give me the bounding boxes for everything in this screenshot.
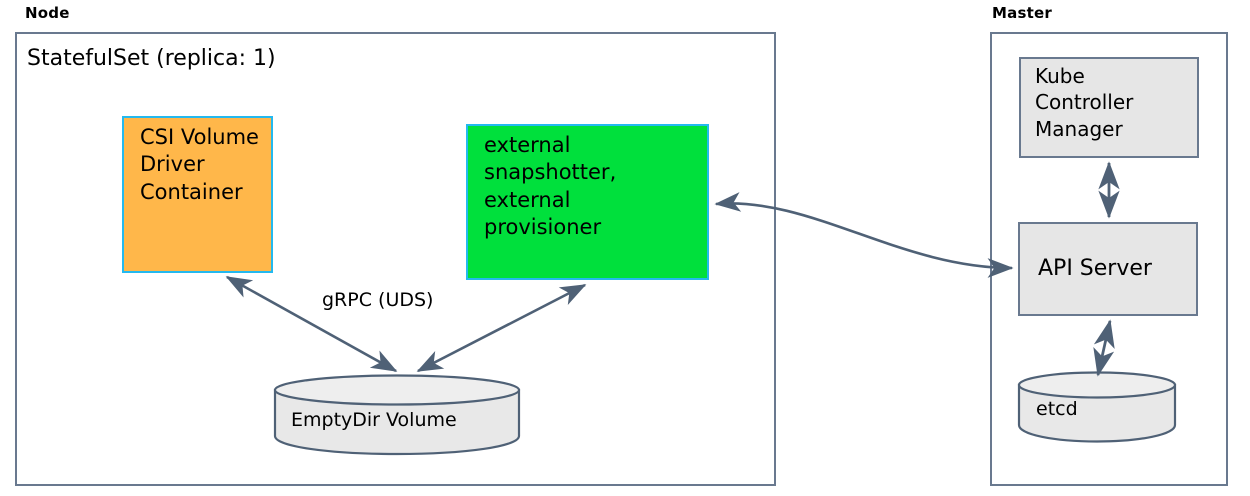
api-server-label: API Server bbox=[1038, 256, 1152, 282]
api-server-box[interactable]: API Server bbox=[1018, 222, 1198, 316]
external-snapshotter-provisioner-box[interactable]: external snapshotter, external provision… bbox=[466, 124, 709, 280]
statefulset-title: StatefulSet (replica: 1) bbox=[27, 46, 276, 71]
csi-volume-driver-container-label: CSI Volume Driver Container bbox=[140, 125, 259, 204]
emptydir-volume-label: EmptyDir Volume bbox=[291, 409, 457, 431]
etcd-label: etcd bbox=[1036, 398, 1078, 420]
kube-controller-manager-label: Kube Controller Manager bbox=[1035, 64, 1134, 141]
group-label-master: Master bbox=[992, 4, 1052, 22]
emptydir-volume-cylinder[interactable] bbox=[272, 372, 522, 461]
group-label-node: Node bbox=[25, 4, 70, 22]
external-snapshotter-provisioner-label: external snapshotter, external provision… bbox=[484, 133, 617, 239]
csi-volume-driver-container-box[interactable]: CSI Volume Driver Container bbox=[122, 116, 273, 273]
kube-controller-manager-box[interactable]: Kube Controller Manager bbox=[1019, 57, 1199, 158]
grpc-uds-edge-label: gRPC (UDS) bbox=[322, 289, 434, 311]
